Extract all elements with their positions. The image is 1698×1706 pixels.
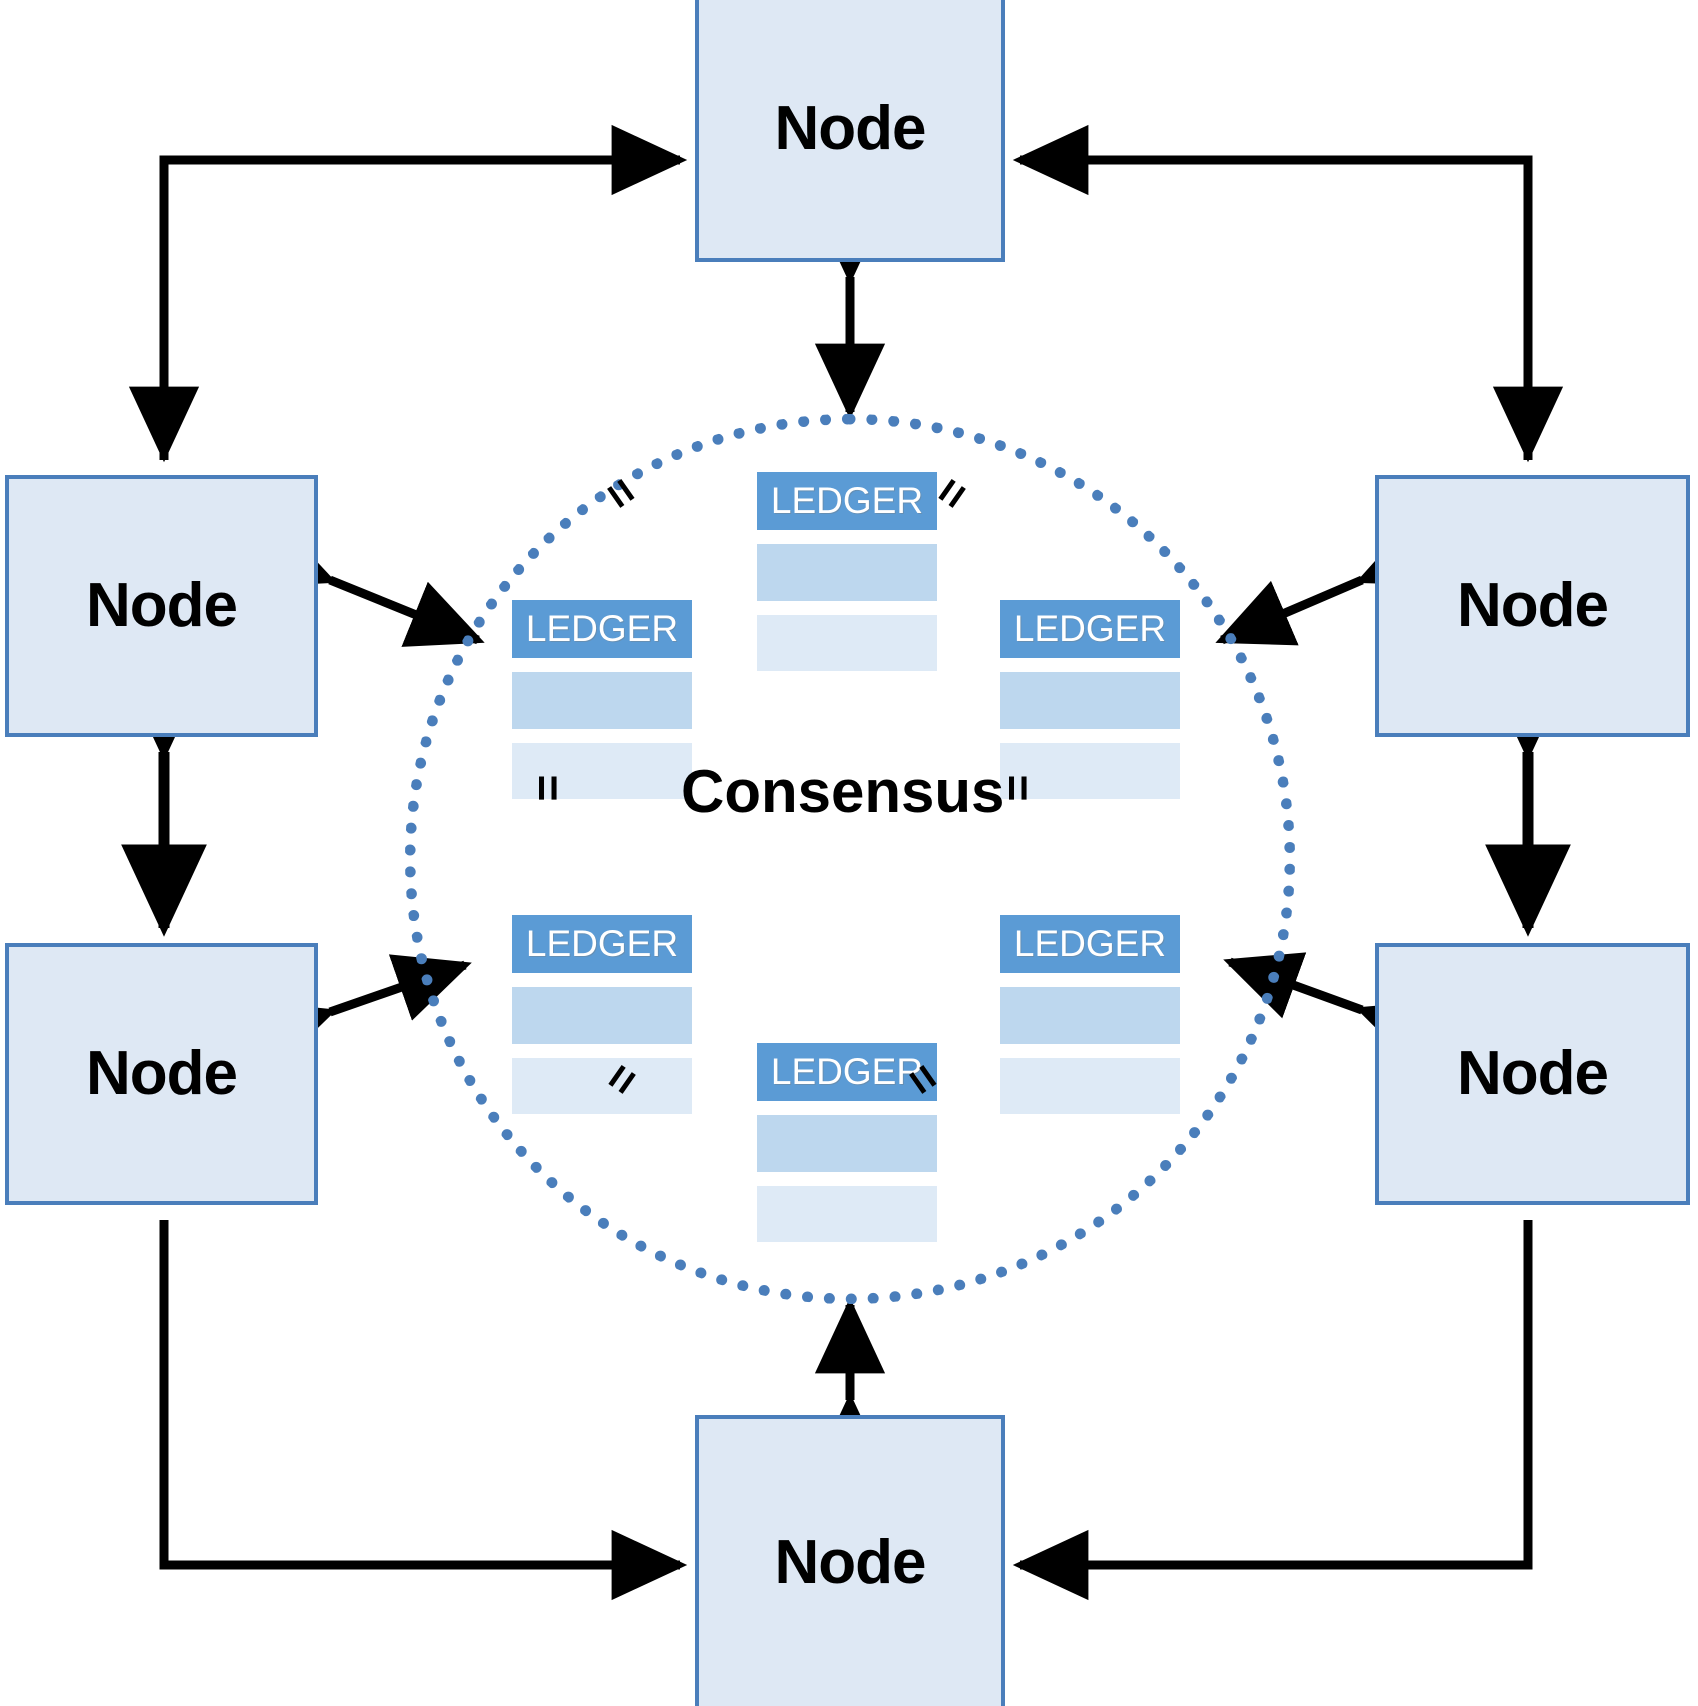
ledger-top-row-2: [757, 615, 937, 671]
ledger-bottom-header: LEDGER: [757, 1043, 937, 1101]
node-top-label: Node: [774, 94, 927, 163]
connector-leftlower-to-bottom: [159, 1220, 688, 1601]
ledger-upper-left-row-2: [512, 743, 692, 799]
node-left-lower[interactable]: Node: [5, 943, 318, 1205]
ledger-lower-left[interactable]: LEDGER: [512, 915, 692, 1114]
ledger-lower-right-header: LEDGER: [1000, 915, 1180, 973]
node-right-lower[interactable]: Node: [1375, 943, 1690, 1205]
node-left-upper-label: Node: [86, 571, 238, 640]
ledger-upper-left[interactable]: LEDGER: [512, 600, 692, 799]
consensus-circle: [405, 414, 1295, 1304]
ledger-lower-left-row-2: [512, 1058, 692, 1114]
ledger-lower-left-header: LEDGER: [512, 915, 692, 973]
ledger-lower-left-row-1: [512, 987, 692, 1044]
ledger-upper-left-row-1: [512, 672, 692, 729]
ledger-top-row-1: [757, 544, 937, 601]
ledger-top-header: LEDGER: [757, 472, 937, 530]
ledger-upper-right-row-1: [1000, 672, 1180, 729]
node-bottom-label: Node: [774, 1527, 927, 1597]
ledger-lower-right-row-2: [1000, 1058, 1180, 1114]
ledger-upper-right[interactable]: LEDGER: [1000, 600, 1180, 799]
ledger-upper-left-header: LEDGER: [512, 600, 692, 658]
ledger-bottom[interactable]: LEDGER: [757, 1043, 937, 1242]
ledger-lower-right-row-1: [1000, 987, 1180, 1044]
connector-rightupper-to-circle: [1215, 520, 1439, 646]
connector-leftupper-to-top: [128, 124, 688, 463]
node-top[interactable]: Node: [695, 0, 1005, 262]
equals-mark-mid-left: =: [522, 774, 575, 802]
node-right-lower-label: Node: [1457, 1039, 1609, 1108]
connector-leftupper-to-circle: [253, 521, 485, 647]
consensus-label: Consensus: [681, 758, 1005, 825]
ledger-upper-right-header: LEDGER: [1000, 600, 1180, 658]
ledger-lower-right[interactable]: LEDGER: [1000, 915, 1180, 1114]
node-left-upper[interactable]: Node: [5, 475, 318, 737]
connector-rightupper-to-top: [1012, 124, 1564, 463]
node-bottom[interactable]: Node: [695, 1415, 1005, 1706]
connector-rightlower-to-bottom: [1012, 1220, 1533, 1601]
ledger-bottom-row-1: [757, 1115, 937, 1172]
ledger-bottom-row-2: [757, 1186, 937, 1242]
ledger-upper-right-row-2: [1000, 743, 1180, 799]
node-right-upper-label: Node: [1457, 571, 1609, 640]
node-right-upper[interactable]: Node: [1375, 475, 1690, 737]
ledger-top[interactable]: LEDGER: [757, 472, 937, 671]
node-left-lower-label: Node: [86, 1039, 238, 1108]
